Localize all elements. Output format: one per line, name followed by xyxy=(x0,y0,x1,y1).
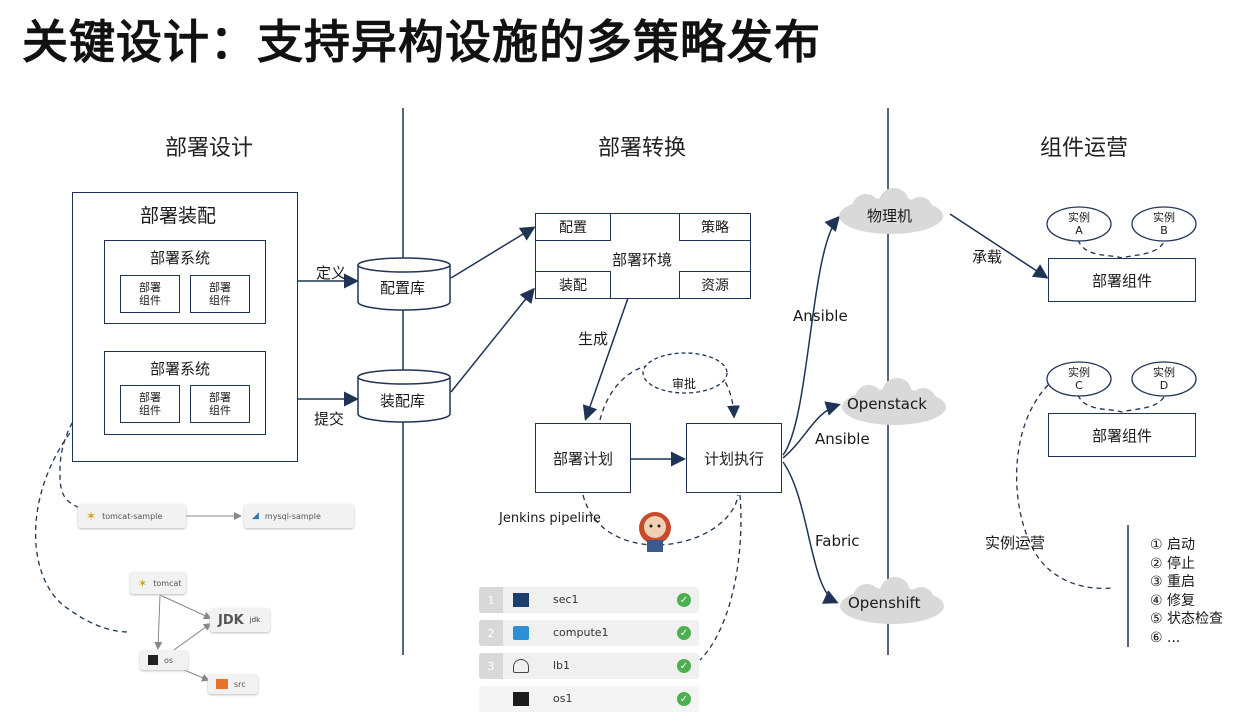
to-physical-arrow xyxy=(782,215,840,456)
env-cell-config: 配置 xyxy=(535,213,611,241)
system-title-2: 部署系统 xyxy=(150,360,211,378)
ops-action-item: ⑤ 状态检查 xyxy=(1150,611,1224,627)
generate-label: 生成 xyxy=(578,330,609,348)
resource-row: 1 sec1 ✓ xyxy=(479,587,699,613)
tomcat-icon: ✶ xyxy=(138,576,148,590)
ops-action-item: ② 停止 xyxy=(1150,555,1196,572)
section-transform-title: 部署转换 xyxy=(598,136,687,161)
design-link-1 xyxy=(59,392,106,509)
openshift-label: Openshift xyxy=(848,594,921,612)
approve-label: 审批 xyxy=(672,377,697,391)
rows-link xyxy=(699,494,742,661)
generate-arrow xyxy=(582,297,629,421)
graph-node-tomcat: ✶ tomcat xyxy=(130,572,186,594)
graph-node-jdk: JDK jdk xyxy=(210,608,270,632)
section-design-title: 部署设计 xyxy=(165,136,254,161)
resource-row: 3 lb1 ✓ xyxy=(479,653,699,679)
env-cell-assembly: 装配 xyxy=(535,271,611,299)
config-db-label: 配置库 xyxy=(380,279,426,297)
jenkins-icon xyxy=(636,510,674,554)
component-box-1: 部署组件 xyxy=(1048,258,1196,302)
check-icon: ✓ xyxy=(677,692,691,706)
check-icon: ✓ xyxy=(677,659,691,673)
ansible-label-1: Ansible xyxy=(793,307,848,325)
component-box: 部署 组件 xyxy=(190,385,250,423)
instance-ellipses-cd xyxy=(1046,361,1197,397)
instance-b: 实例 B xyxy=(1153,211,1175,237)
instance-c: 实例 C xyxy=(1068,366,1090,392)
instance-ops-label: 实例运营 xyxy=(985,534,1046,552)
resource-row: os1 ✓ xyxy=(479,686,699,712)
mini-graph-edge-2 xyxy=(154,594,163,650)
assembly-db-label: 装配库 xyxy=(380,392,426,410)
terminal-icon xyxy=(513,692,529,706)
inst-cd-link xyxy=(1077,394,1166,413)
instance-ellipses-ab xyxy=(1046,206,1197,242)
instance-ops-curve xyxy=(1016,384,1113,590)
fabric-label: Fabric xyxy=(815,532,860,550)
mini-graph-edge-1 xyxy=(159,594,212,620)
instance-a: 实例 A xyxy=(1068,211,1090,237)
mysql-tag: ◢ mysql-sample xyxy=(244,504,354,528)
resource-row: 2 compute1 ✓ xyxy=(479,620,699,646)
graph-node-os: os xyxy=(140,650,188,670)
server-icon xyxy=(513,593,529,607)
tomcat-tag: ✶ tomcat-sample xyxy=(78,504,186,528)
instance-d: 实例 D xyxy=(1153,366,1175,392)
env-title: 部署环境 xyxy=(612,251,673,269)
define-label: 定义 xyxy=(316,264,347,282)
system-title-1: 部署系统 xyxy=(150,249,211,267)
cloud-openstack xyxy=(842,378,946,425)
assembly-title: 部署装配 xyxy=(140,205,217,227)
terminal-icon xyxy=(148,655,158,665)
loadbalancer-icon xyxy=(513,659,529,673)
jenkins-label: Jenkins pipeline xyxy=(499,511,601,526)
component-box-2: 部署组件 xyxy=(1048,413,1196,457)
ansible-label-2: Ansible xyxy=(815,430,870,448)
design-link-2 xyxy=(35,399,131,633)
to-openstack-arrow xyxy=(782,401,841,459)
graph-node-src: src xyxy=(208,674,258,694)
ops-action-item: ⑥ ... xyxy=(1150,629,1181,646)
component-box: 部署 组件 xyxy=(120,275,180,313)
check-icon: ✓ xyxy=(677,626,691,640)
cloud-openshift xyxy=(840,577,944,624)
openstack-label: Openstack xyxy=(847,395,927,413)
plan-box: 部署计划 xyxy=(535,423,631,493)
monitor-icon xyxy=(513,626,529,640)
ops-action-item: ④ 修复 xyxy=(1150,592,1196,609)
execute-box: 计划执行 xyxy=(686,423,782,493)
component-box: 部署 组件 xyxy=(190,275,250,313)
to-openshift-arrow xyxy=(782,461,839,604)
env-cell-policy: 策略 xyxy=(679,213,751,241)
config-db-cylinder xyxy=(357,257,451,311)
assembly-to-env-arrow xyxy=(450,287,535,393)
ops-action-item: ① 启动 xyxy=(1150,537,1196,553)
mysql-icon: ◢ xyxy=(252,511,259,521)
physical-label: 物理机 xyxy=(867,207,913,225)
section-ops-title: 组件运营 xyxy=(1040,136,1129,161)
env-cell-resource: 资源 xyxy=(679,271,751,299)
component-box: 部署 组件 xyxy=(120,385,180,423)
submit-label: 提交 xyxy=(314,410,345,428)
page-title: 关键设计：支持异构设施的多策略发布 xyxy=(22,15,821,69)
ops-action-item: ③ 重启 xyxy=(1150,574,1196,590)
config-to-env-arrow xyxy=(450,226,536,279)
carry-arrow xyxy=(949,213,1049,279)
approve-curve-2 xyxy=(704,365,740,419)
cloud-physical xyxy=(839,188,943,234)
package-icon xyxy=(216,679,228,689)
approve-ellipse xyxy=(642,352,728,394)
assembly-db-cylinder xyxy=(357,369,451,423)
carry-label: 承载 xyxy=(972,248,1003,266)
check-icon: ✓ xyxy=(677,593,691,607)
ops-action-list: ① 启动 ② 停止 ③ 重启 ④ 修复 ⑤ 状态检查 ⑥ ... xyxy=(1150,536,1223,647)
tomcat-icon: ✶ xyxy=(86,509,97,523)
